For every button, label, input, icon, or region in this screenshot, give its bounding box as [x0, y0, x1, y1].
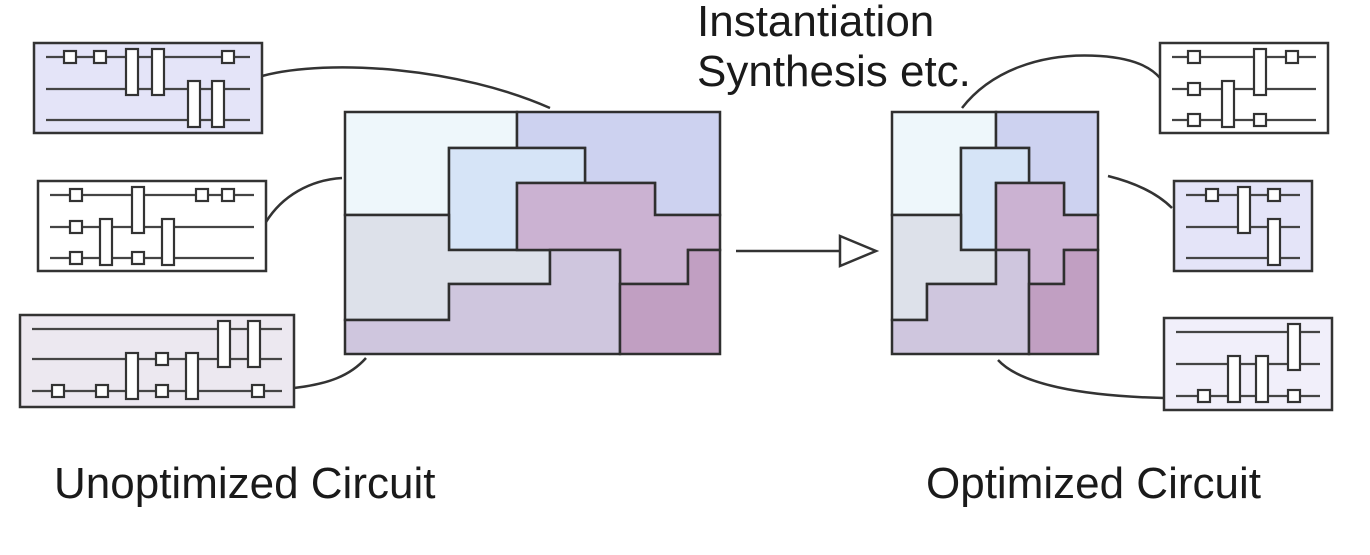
optimized-caption: Optimized Circuit [926, 459, 1261, 508]
optimized-partition-grid [890, 110, 1100, 356]
unoptimized-circuit-block-2 [36, 179, 268, 273]
connector-curve [997, 359, 1165, 400]
connector-curve [961, 54, 1161, 109]
optimized-circuit-block-3 [1162, 316, 1334, 412]
unoptimized-circuit-block-1 [32, 41, 264, 135]
transform-arrow-icon [736, 234, 880, 268]
connector-curve [264, 176, 343, 223]
unoptimized-partition-grid [343, 110, 722, 356]
connector-curve [261, 66, 551, 110]
unoptimized-caption: Unoptimized Circuit [54, 459, 436, 508]
process-label-line2: Synthesis etc. [697, 47, 971, 96]
connector-curve [1107, 174, 1173, 209]
unoptimized-circuit-block-3 [18, 313, 296, 409]
process-label-line1: Instantiation [697, 0, 935, 46]
optimized-circuit-block-1 [1158, 41, 1330, 135]
connector-curve [293, 357, 367, 390]
optimized-circuit-block-2 [1172, 179, 1314, 273]
